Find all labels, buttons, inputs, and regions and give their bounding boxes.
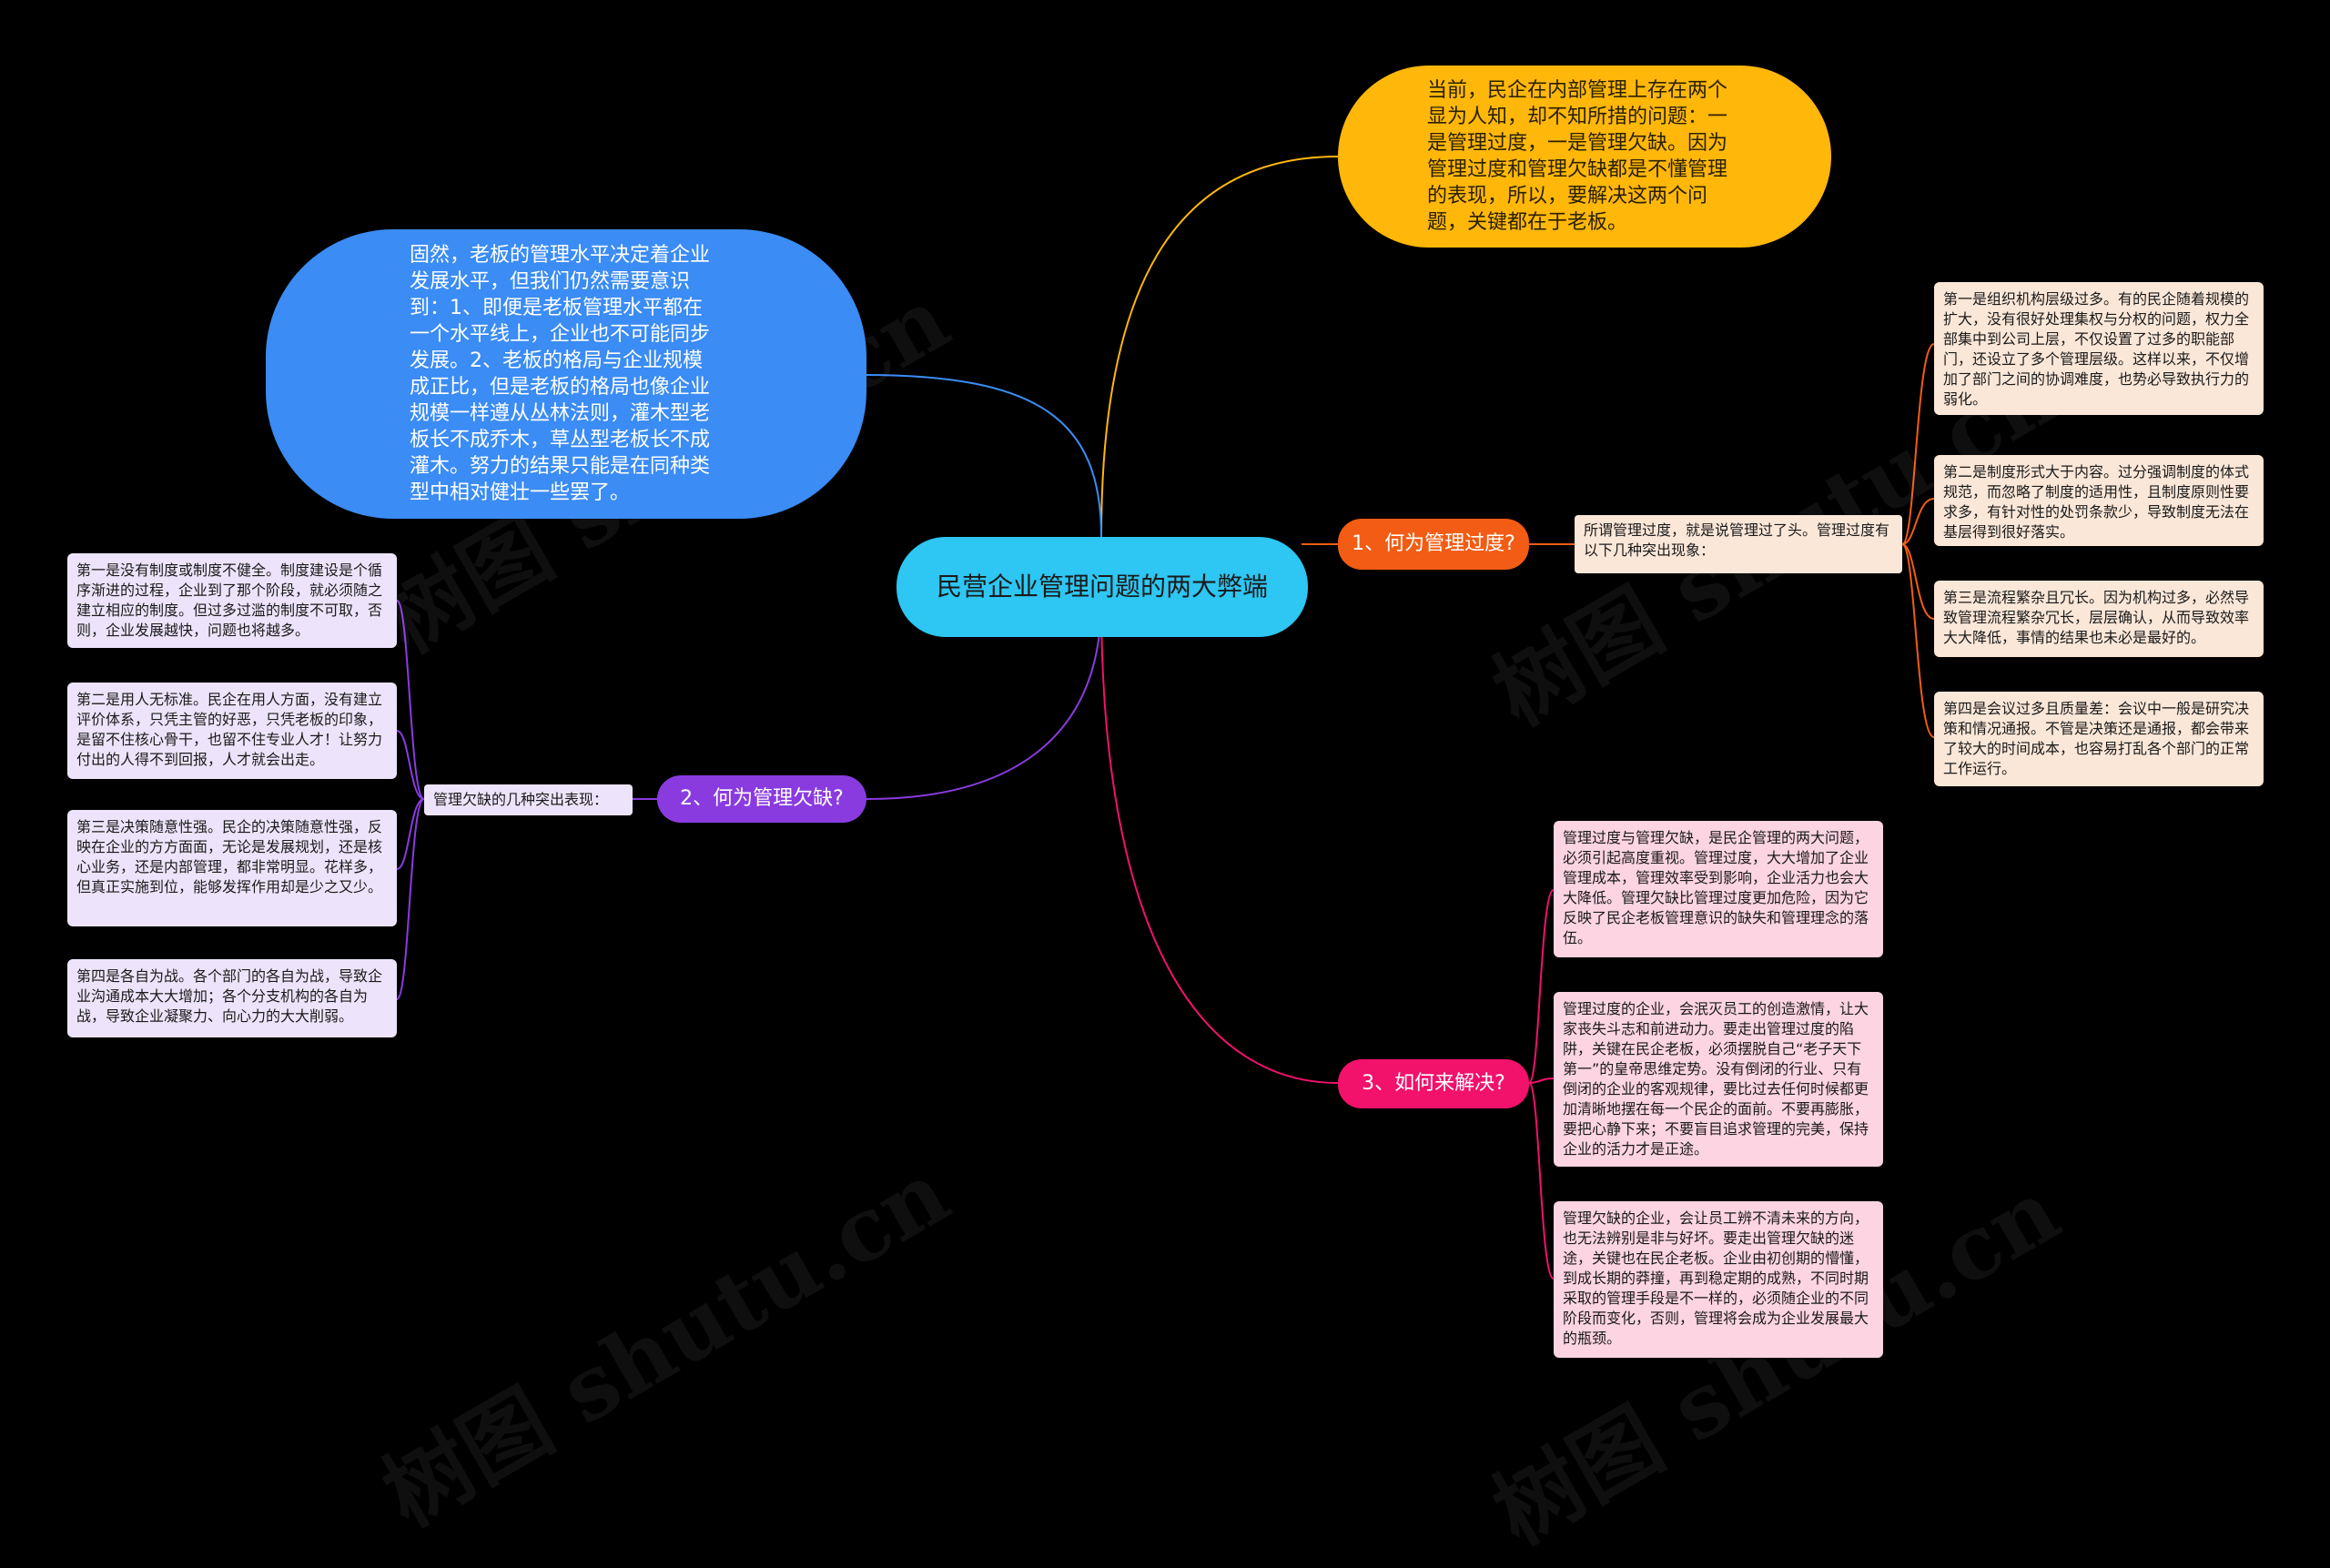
branch-1-summary[interactable]: 所谓管理过度，就是说管理过了头。管理过度有以下几种突出现象： [1575,515,1902,573]
branch-2-summary[interactable]: 管理欠缺的几种突出表现： [424,784,633,815]
connector-b1-item-3 [1901,543,1935,620]
branch-1-summary-text: 所谓管理过度，就是说管理过了头。管理过度有以下几种突出现象： [1584,521,1890,559]
branch-2-summary-text: 管理欠缺的几种突出表现： [433,791,609,808]
branch-1-item[interactable]: 第三是流程繁杂且冗长。因为机构过多，必然导致管理流程繁杂冗长，层层确认，从而导致… [1934,581,2264,657]
root-topic-label: 民营企业管理问题的两大弊端 [936,572,1268,602]
intro-top-node[interactable]: 当前，民企在内部管理上存在两个显为人知，却不知所措的问题：一是管理过度，一是管理… [1338,66,1831,248]
connector-root-b3 [1100,600,1339,1084]
branch-2-node[interactable]: 2、何为管理欠缺? [657,775,866,823]
branch-3-item-text: 管理欠缺的企业，会让员工辨不清未来的方向，也无法辨别是非与好坏。要走出管理欠缺的… [1563,1209,1869,1347]
branch-2-label: 2、何为管理欠缺? [680,787,844,810]
branch-1-item[interactable]: 第一是组织机构层级过多。有的民企随着规模的扩大，没有很好处理集权与分权的问题，权… [1934,282,2264,415]
connector-b2-item-3 [396,798,425,870]
branch-1-item-text: 第三是流程繁杂且冗长。因为机构过多，必然导致管理流程繁杂冗长，层层确认，从而导致… [1943,589,2250,646]
branch-1-item-text: 第四是会议过多且质量差：会议中一般是研究决策和情况通报。不管是决策还是通报，都会… [1943,700,2250,777]
branch-3-node[interactable]: 3、如何来解决? [1338,1059,1529,1108]
connector-root-intro-left [864,374,1102,538]
branch-3-label: 3、如何来解决? [1362,1072,1505,1095]
branch-2-item[interactable]: 第三是决策随意性强。民企的决策随意性强，反映在企业的方方面面，无论是发展规划，还… [67,810,397,926]
intro-left-node[interactable]: 固然，老板的管理水平决定着企业发展水平，但我们仍然需要意识到：1、即便是老板管理… [266,229,866,519]
branch-3-item[interactable]: 管理过度的企业，会泯灭员工的创造激情，让大家丧失斗志和前进动力。要走出管理过度的… [1554,992,1883,1167]
branch-1-node[interactable]: 1、何为管理过度? [1338,519,1529,570]
connector-b2-item-2 [396,730,425,800]
connector-b1-item-1 [1901,343,1935,545]
connector-root-b2 [866,600,1102,800]
branch-1-label: 1、何为管理过度? [1352,532,1515,555]
branch-2-item-text: 第二是用人无标准。民企在用人方面，没有建立评价体系，只凭主管的好恶，只凭老板的印… [76,691,383,768]
branch-3-item[interactable]: 管理过度与管理欠缺，是民企管理的两大问题，必须引起高度重视。管理过度，大大增加了… [1554,821,1883,957]
root-topic[interactable]: 民营企业管理问题的两大弊端 [897,537,1308,637]
connector-b2-item-1 [396,600,425,800]
branch-1-item-text: 第一是组织机构层级过多。有的民企随着规模的扩大，没有很好处理集权与分权的问题，权… [1943,290,2250,408]
branch-2-item-text: 第四是各自为战。各个部门的各自为战，导致企业沟通成本大大增加；各个分支机构的各自… [76,967,383,1025]
connector-b3-item-3 [1528,1082,1555,1280]
connector-b3-item-2 [1528,1077,1555,1084]
connector-b2-item-4 [396,798,425,1000]
branch-1-item[interactable]: 第二是制度形式大于内容。过分强调制度的体式规范，而忽略了制度的适用性，且制度原则… [1934,455,2264,546]
branch-2-item[interactable]: 第四是各自为战。各个部门的各自为战，导致企业沟通成本大大增加；各个分支机构的各自… [67,959,397,1037]
connector-b3-item-1 [1528,889,1555,1084]
branch-3-item-text: 管理过度的企业，会泯灭员工的创造激情，让大家丧失斗志和前进动力。要走出管理过度的… [1563,1000,1869,1158]
branch-1-item-text: 第二是制度形式大于内容。过分强调制度的体式规范，而忽略了制度的适用性，且制度原则… [1943,463,2250,541]
intro-left-text: 固然，老板的管理水平决定着企业发展水平，但我们仍然需要意识到：1、即便是老板管理… [410,244,711,504]
branch-3-item[interactable]: 管理欠缺的企业，会让员工辨不清未来的方向，也无法辨别是非与好坏。要走出管理欠缺的… [1554,1201,1883,1358]
branch-2-item[interactable]: 第二是用人无标准。民企在用人方面，没有建立评价体系，只凭主管的好恶，只凭老板的印… [67,683,397,779]
branch-2-item-text: 第一是没有制度或制度不健全。制度建设是个循序渐进的过程，企业到了那个阶段，就必须… [76,561,383,639]
branch-1-item[interactable]: 第四是会议过多且质量差：会议中一般是研究决策和情况通报。不管是决策还是通报，都会… [1934,692,2264,786]
connector-lines [396,156,1935,1280]
branch-2-item-text: 第三是决策随意性强。民企的决策随意性强，反映在企业的方方面面，无论是发展规划，还… [76,818,383,895]
connector-b1-item-4 [1901,543,1935,738]
branch-3-item-text: 管理过度与管理欠缺，是民企管理的两大问题，必须引起高度重视。管理过度，大大增加了… [1563,829,1869,946]
intro-top-text: 当前，民企在内部管理上存在两个显为人知，却不知所措的问题：一是管理过度，一是管理… [1427,79,1728,234]
connector-root-intro-top [1100,156,1339,538]
connector-b1-item-2 [1901,498,1935,545]
branch-2-item[interactable]: 第一是没有制度或制度不健全。制度建设是个循序渐进的过程，企业到了那个阶段，就必须… [67,553,397,648]
